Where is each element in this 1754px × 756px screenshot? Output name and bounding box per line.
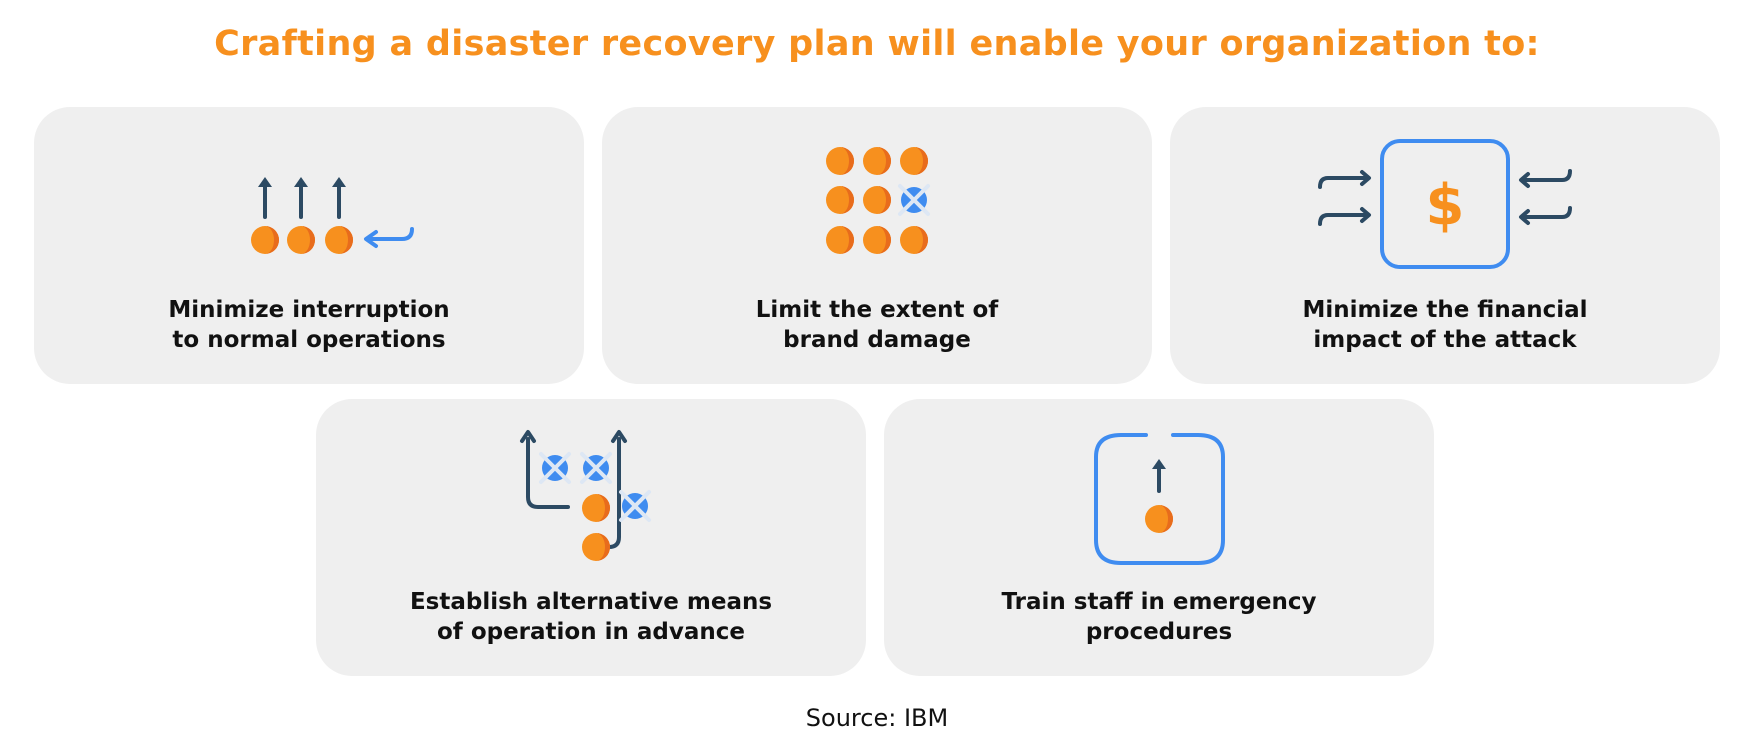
token-grid-icon (826, 147, 930, 254)
exit-box-icon (1094, 433, 1225, 565)
dollar-exchange-icon: $ (1318, 139, 1572, 269)
source-note: Source: IBM (805, 704, 949, 732)
page-title: Crafting a disaster recovery plan will e… (214, 24, 1540, 64)
rising-tokens-icon (251, 177, 414, 254)
svg-text:$: $ (1426, 173, 1465, 238)
alternative-route-icon (520, 430, 651, 561)
